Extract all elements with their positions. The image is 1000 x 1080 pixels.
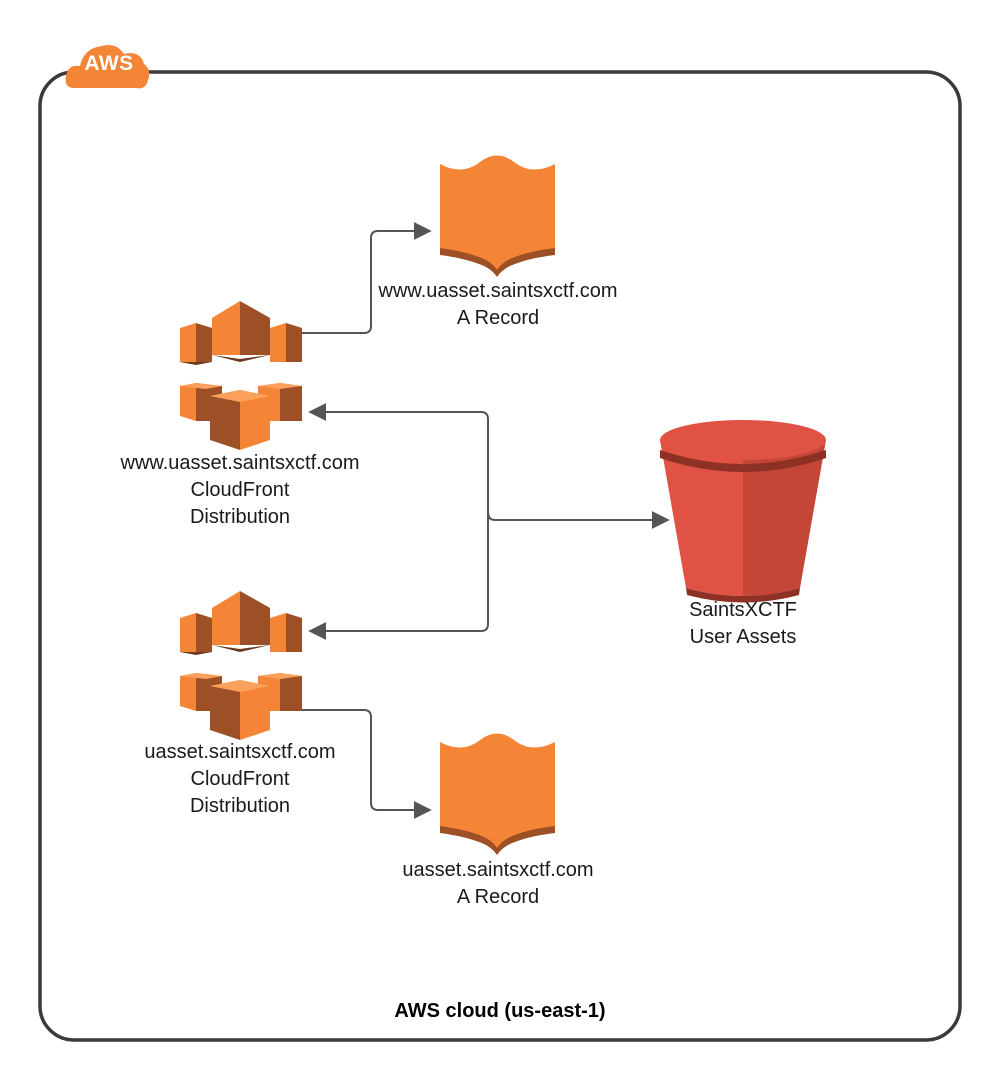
connector-bus-to-www-cloudfront [308, 403, 489, 512]
cloudfront-icon-www [180, 301, 302, 450]
bucket-description: User Assets [689, 626, 797, 648]
www-a-record-label: www.uasset.saintsxctf.com A Record [348, 278, 648, 332]
aws-cloud-border [38, 70, 962, 1042]
cloudfront-type: Distribution [189, 795, 291, 817]
aws-badge-label: AWS [84, 52, 134, 75]
s3-bucket-icon [660, 420, 826, 603]
www-a-record-domain: www.uasset.saintsxctf.com [378, 280, 618, 302]
connectors [302, 222, 670, 819]
www-cloudfront-domain: www.uasset.saintsxctf.com [120, 452, 360, 474]
bucket-name: SaintsXCTF [689, 599, 797, 621]
cloudfront-label: uasset.saintsxctf.com CloudFront Distrib… [90, 739, 390, 820]
region-label: AWS cloud (us-east-1) [394, 1000, 606, 1022]
connector-cloudfront-to-record [302, 709, 432, 819]
cloudfront-service: CloudFront [190, 768, 290, 790]
www-cloudfront-service: CloudFront [190, 479, 290, 501]
route53-shield-icon [440, 733, 555, 855]
connector-bus-to-cloudfront [308, 512, 489, 640]
cloudfront-domain: uasset.saintsxctf.com [144, 741, 336, 763]
route53-shield-icon-www [440, 155, 555, 277]
www-a-record-type: A Record [456, 307, 540, 329]
cloudfront-icon [180, 591, 302, 740]
a-record-type: A Record [456, 886, 540, 908]
aws-cloud-icon [65, 45, 150, 89]
www-cloudfront-type: Distribution [189, 506, 291, 528]
a-record-domain: uasset.saintsxctf.com [402, 859, 594, 881]
connector-bus-to-bucket [487, 511, 670, 529]
www-cloudfront-label: www.uasset.saintsxctf.com CloudFront Dis… [90, 450, 390, 531]
bucket-label: SaintsXCTF User Assets [643, 597, 843, 651]
connector-www-cloudfront-to-record [302, 222, 432, 334]
a-record-label: uasset.saintsxctf.com A Record [348, 857, 648, 911]
